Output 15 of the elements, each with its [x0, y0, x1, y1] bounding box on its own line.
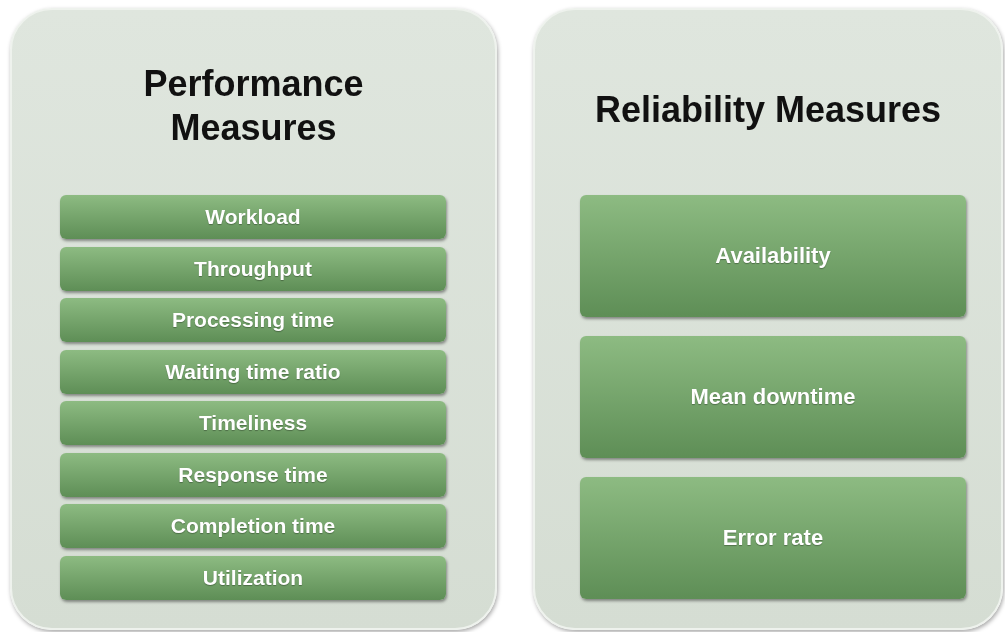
- panel: [10, 8, 497, 630]
- measure-bar: Availability: [580, 195, 966, 317]
- measure-bar: Timeliness: [60, 401, 446, 445]
- panel-title: Reliability Measures: [593, 88, 943, 132]
- measure-bar: Completion time: [60, 504, 446, 548]
- measure-bar: Processing time: [60, 298, 446, 342]
- measure-bar: Response time: [60, 452, 446, 497]
- measure-bar: Waiting time ratio: [60, 349, 446, 394]
- measure-bar: Error rate: [580, 477, 966, 599]
- panel-title: Performance Measures: [142, 62, 365, 150]
- measure-bar: Mean downtime: [580, 336, 966, 458]
- measure-bar: Utilization: [60, 555, 446, 600]
- panel: [533, 8, 1003, 630]
- measure-bar: Throughput: [60, 246, 446, 291]
- measure-bar: Workload: [60, 195, 446, 239]
